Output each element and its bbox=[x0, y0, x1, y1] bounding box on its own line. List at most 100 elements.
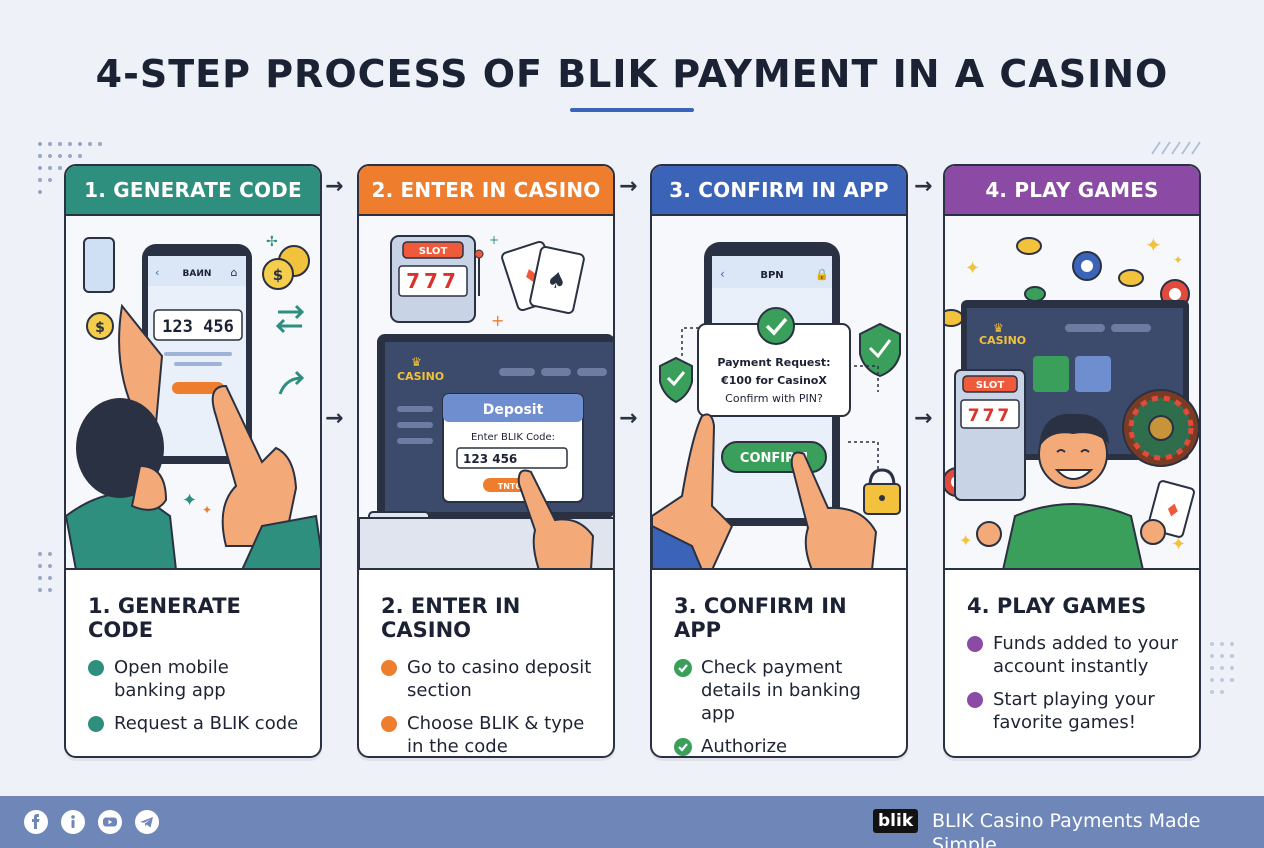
list-item: Authorize transaction with PIN bbox=[674, 735, 890, 757]
step-1-panel: 1. GENERATE CODE $ $ ✢ ✦ ✦ bbox=[64, 164, 322, 758]
arrow-right-icon: → bbox=[619, 174, 638, 199]
step-3-illustration: ‹ BPN 🔒 Payment Request: €100 for Casino… bbox=[652, 216, 906, 570]
svg-text:+: + bbox=[491, 311, 504, 330]
bullet-dot-icon bbox=[967, 636, 983, 652]
coins-icon: $ $ bbox=[86, 245, 310, 340]
blik-code-input[interactable]: 123 456 bbox=[463, 452, 517, 466]
casino-label: CASINO bbox=[397, 370, 444, 383]
svg-text:♦: ♦ bbox=[1162, 499, 1183, 523]
page-title: 4-STEP PROCESS OF BLIK PAYMENT IN A CASI… bbox=[95, 52, 1169, 96]
bullet-text: Check payment details in banking app bbox=[701, 657, 861, 724]
step-2-illustration: SLOT 777 ♦ ♠ + + ♛ CASINO bbox=[359, 216, 613, 570]
bullet-text: Funds added to your account instantly bbox=[993, 633, 1179, 677]
payment-request-title: Payment Request: bbox=[717, 356, 830, 369]
shield-check-icon bbox=[859, 322, 901, 378]
list-item: Request a BLIK code bbox=[88, 712, 304, 735]
arrow-right-icon: → bbox=[325, 174, 344, 199]
bullet-text: Authorize transaction with PIN bbox=[701, 736, 788, 757]
info-icon[interactable] bbox=[61, 810, 85, 834]
step-1-illustration: $ $ ✢ ✦ ✦ ‹ BAИN ⌂ 123 456 bbox=[66, 216, 320, 570]
decorative-dots-right bbox=[1210, 642, 1234, 694]
bullet-dot-icon bbox=[381, 716, 397, 732]
step-4-subtitle: 4. PLAY GAMES bbox=[967, 594, 1147, 618]
footer-bar: blik BLIK Casino Payments Made Simple bbox=[0, 796, 1264, 848]
slot-reels: 777 bbox=[406, 269, 460, 293]
bullet-text: Start playing your favorite games! bbox=[993, 689, 1155, 733]
title-underline bbox=[570, 108, 694, 112]
exchange-arrows-icon bbox=[275, 304, 305, 334]
share-arrow-icon bbox=[278, 370, 305, 395]
svg-text:‹: ‹ bbox=[720, 267, 725, 281]
step-3-header: 3. CONFIRM IN APP bbox=[652, 166, 906, 216]
bullet-dot-icon bbox=[381, 660, 397, 676]
svg-text:‹: ‹ bbox=[155, 266, 159, 279]
sparkle-icon: ✢ bbox=[266, 234, 278, 250]
svg-text:✦: ✦ bbox=[1145, 233, 1162, 257]
step-2-panel: 2. ENTER IN CASINO SLOT 777 ♦ ♠ + + bbox=[357, 164, 615, 758]
svg-text:+: + bbox=[489, 233, 499, 247]
svg-text:✦: ✦ bbox=[1171, 534, 1186, 555]
facebook-icon[interactable] bbox=[24, 810, 48, 834]
slot-label: SLOT bbox=[976, 380, 1005, 391]
arrow-right-icon: → bbox=[619, 406, 638, 431]
svg-text:$: $ bbox=[95, 320, 105, 336]
step-2-header: 2. ENTER IN CASINO bbox=[359, 166, 613, 216]
list-item: Start playing your favorite games! bbox=[967, 688, 1183, 734]
bank-label: BPN bbox=[760, 270, 783, 281]
blik-logo: blik bbox=[873, 809, 919, 833]
list-item: Choose BLIK & type in the code bbox=[381, 712, 597, 757]
small-phone-icon bbox=[83, 237, 115, 293]
decorative-dots-bottom-left bbox=[38, 552, 52, 592]
svg-text:🔒: 🔒 bbox=[815, 268, 829, 281]
svg-text:✦: ✦ bbox=[959, 531, 972, 550]
bullet-dot-icon bbox=[88, 660, 104, 676]
slot-reels: 777 bbox=[968, 406, 1013, 426]
step-4-illustration: ✦ ✦ ✦ ✦ ✦ ♛ CASINO SLOT 777 bbox=[945, 216, 1199, 570]
step-4-header: 4. PLAY GAMES bbox=[945, 166, 1199, 216]
decorative-dots-left bbox=[38, 142, 102, 194]
check-circle-icon bbox=[674, 659, 692, 677]
arrow-right-icon: → bbox=[914, 174, 933, 199]
crown-icon: ♛ bbox=[411, 355, 422, 369]
list-item: Funds added to your account instantly bbox=[967, 632, 1183, 678]
step-1-header: 1. GENERATE CODE bbox=[66, 166, 320, 216]
bullet-dot-icon bbox=[88, 716, 104, 732]
decorative-lines-right bbox=[1151, 141, 1201, 155]
bullet-text: Choose BLIK & type in the code bbox=[407, 713, 585, 757]
lock-icon bbox=[863, 468, 901, 515]
step-3-subtitle: 3. CONFIRM IN APP bbox=[674, 594, 847, 642]
step-4-panel: 4. PLAY GAMES ✦ ✦ ✦ ✦ ✦ bbox=[943, 164, 1201, 758]
list-item: Go to casino deposit section bbox=[381, 656, 597, 702]
deposit-title: Deposit bbox=[483, 402, 544, 418]
payment-amount: €100 for CasinoX bbox=[720, 374, 827, 387]
roulette-wheel-icon bbox=[1122, 389, 1199, 467]
svg-text:✦: ✦ bbox=[965, 258, 980, 279]
youtube-icon[interactable] bbox=[98, 810, 122, 834]
svg-text:⌂: ⌂ bbox=[231, 266, 238, 279]
slot-label: SLOT bbox=[419, 246, 448, 257]
svg-text:✦: ✦ bbox=[182, 490, 197, 511]
casino-label: CASINO bbox=[979, 334, 1026, 347]
check-circle-icon bbox=[674, 738, 692, 756]
slot-machine-icon: SLOT 777 bbox=[954, 369, 1026, 501]
enter-blik-label: Enter BLIK Code: bbox=[471, 432, 555, 443]
bullet-text: Request a BLIK code bbox=[114, 713, 299, 734]
bullet-dot-icon bbox=[967, 692, 983, 708]
bullet-text: Open mobile banking app bbox=[114, 657, 229, 701]
blik-code: 123 456 bbox=[162, 317, 234, 337]
submit-button[interactable]: TNTO bbox=[498, 482, 523, 491]
shield-check-icon bbox=[659, 356, 693, 404]
playing-cards-icon: ♦ ♠ bbox=[501, 240, 585, 314]
crown-icon: ♛ bbox=[993, 321, 1004, 335]
svg-text:✦: ✦ bbox=[202, 503, 212, 517]
step-1-subtitle: 1. GENERATE CODE bbox=[88, 594, 241, 642]
slot-machine-icon: SLOT 777 bbox=[390, 235, 484, 323]
arrow-right-icon: → bbox=[325, 406, 344, 431]
footer-tagline: BLIK Casino Payments Made Simple bbox=[932, 810, 1201, 848]
list-item: Open mobile banking app bbox=[88, 656, 304, 702]
list-item: Check payment details in banking app bbox=[674, 656, 890, 725]
svg-text:$: $ bbox=[273, 266, 283, 284]
step-2-subtitle: 2. ENTER IN CASINO bbox=[381, 594, 521, 642]
telegram-icon[interactable] bbox=[135, 810, 159, 834]
svg-text:✦: ✦ bbox=[1173, 253, 1183, 267]
